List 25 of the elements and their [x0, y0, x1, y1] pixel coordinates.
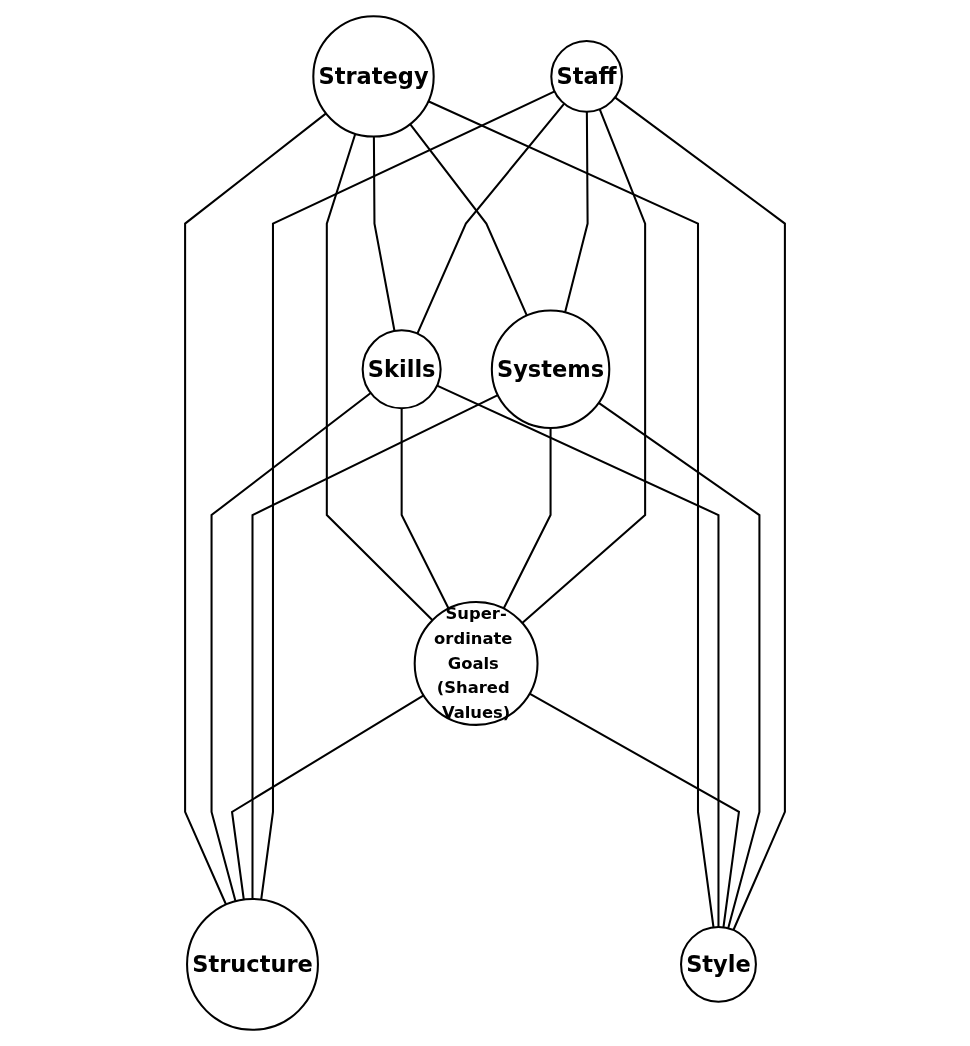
- node-circle: Structure: [186, 897, 319, 1031]
- connector: [400, 408, 450, 610]
- connector: [436, 384, 720, 927]
- connector: [529, 692, 741, 928]
- connector: [260, 90, 556, 900]
- connector: [325, 133, 434, 621]
- node-circle: Strategy: [312, 15, 435, 138]
- connector: [409, 123, 528, 316]
- connector: [230, 694, 425, 900]
- connector: [614, 96, 786, 931]
- node-circle: Skills: [361, 329, 442, 410]
- connector: [521, 108, 647, 624]
- node-circle: Super-ordinate Goals (Shared Values): [413, 601, 539, 726]
- connector: [251, 394, 499, 899]
- connector: [372, 136, 396, 332]
- connector: [564, 111, 589, 313]
- connector: [184, 112, 327, 905]
- connector: [598, 402, 761, 929]
- connector: [427, 100, 715, 928]
- node-circle: Systems: [490, 309, 611, 430]
- node-circle: Staff: [550, 40, 623, 113]
- connector: [210, 392, 372, 902]
- connector: [502, 428, 552, 610]
- connector: [416, 103, 566, 335]
- node-circle: Style: [680, 925, 757, 1003]
